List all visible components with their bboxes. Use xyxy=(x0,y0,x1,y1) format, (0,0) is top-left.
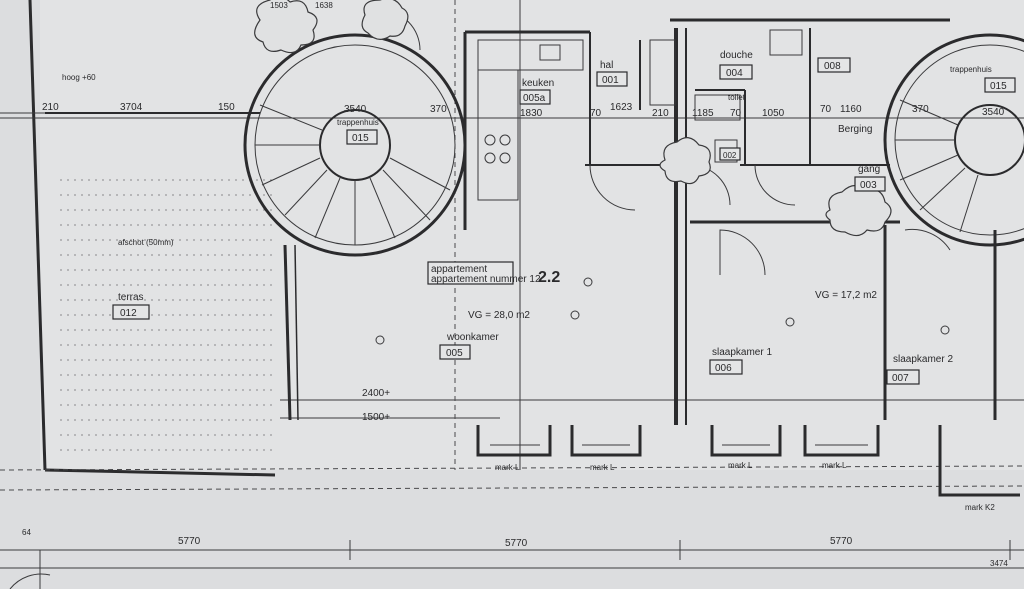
dim-64: 64 xyxy=(22,528,31,537)
note-hoog: hoog +60 xyxy=(62,73,96,82)
label-woonkamer: woonkamer xyxy=(446,332,499,343)
dim-1050: 1050 xyxy=(762,108,785,119)
dim-150: 150 xyxy=(218,102,235,113)
unit-title: appartement nummer 12 xyxy=(431,274,541,285)
number-hal: 001 xyxy=(602,75,619,86)
label-trappenhuis-left: trappenhuis xyxy=(337,118,379,127)
unit-title-line1: appartement xyxy=(431,264,487,275)
area-woonkamer: VG = 28,0 m2 xyxy=(468,310,530,321)
dim-1185: 1185 xyxy=(692,108,714,119)
dim-1623: 1623 xyxy=(610,102,633,113)
label-douche: douche xyxy=(720,50,753,61)
dim-1830: 1830 xyxy=(520,108,543,119)
number-trappenhuis-left: 015 xyxy=(352,133,369,144)
unit-walls xyxy=(463,18,997,425)
label-slaapkamer-2: slaapkamer 2 xyxy=(893,354,953,365)
dim-2400: 2400+ xyxy=(362,388,390,399)
number-toilet: 002 xyxy=(723,151,737,160)
dim-5770a: 5770 xyxy=(178,536,201,547)
dim-3704: 3704 xyxy=(120,102,143,113)
dim-5770b: 5770 xyxy=(505,538,528,549)
terrace-outline xyxy=(0,0,276,477)
note-afschot: afschot (50mm) xyxy=(118,238,174,247)
label-keuken: keuken xyxy=(522,78,554,89)
label-gang: gang xyxy=(858,164,880,175)
dim-210b: 210 xyxy=(652,108,669,119)
note-mark-c: mark L xyxy=(728,461,753,470)
label-trappenhuis-right: trappenhuis xyxy=(950,65,992,74)
note-mark-d: mark L xyxy=(822,461,847,470)
dim-210: 210 xyxy=(42,102,59,113)
dim-1500: 1500+ xyxy=(362,412,390,423)
number-trappenhuis-right: 015 xyxy=(990,81,1007,92)
label-berging: Berging xyxy=(838,124,872,135)
number-douche: 004 xyxy=(726,68,743,79)
dim-70c: 70 xyxy=(820,104,832,115)
number-slaapkamer-2: 007 xyxy=(892,373,909,384)
dim-5770c: 5770 xyxy=(830,536,853,547)
label-toilet: toilet xyxy=(728,93,746,102)
dim-70b: 70 xyxy=(730,108,742,119)
note-mark-a: mark L xyxy=(495,463,520,472)
dim-370a: 370 xyxy=(430,104,447,115)
window-bays xyxy=(476,425,1020,497)
dim-3540b: 3540 xyxy=(982,107,1005,118)
dim-1503: 1503 xyxy=(270,1,288,10)
terrace-hatch xyxy=(60,179,275,451)
number-slaapkamer-1: 006 xyxy=(715,363,732,374)
bottom-arc xyxy=(9,573,51,589)
number-berging: 008 xyxy=(824,61,841,72)
kitchen-counter xyxy=(477,39,584,201)
unit-code: 2.2 xyxy=(538,269,560,286)
number-terras: 012 xyxy=(120,308,137,319)
dim-1638: 1638 xyxy=(315,1,333,10)
fixture-symbols xyxy=(375,277,950,345)
stair-right xyxy=(883,33,1024,247)
area-slaapkamer-1: VG = 17,2 m2 xyxy=(815,290,877,301)
number-keuken: 005a xyxy=(523,93,546,104)
note-mark-b: mark L xyxy=(590,463,615,472)
number-woonkamer: 005 xyxy=(446,348,463,359)
number-gang: 003 xyxy=(860,180,877,191)
label-slaapkamer-1: slaapkamer 1 xyxy=(712,347,772,358)
dim-1160: 1160 xyxy=(840,104,862,115)
dim-3474: 3474 xyxy=(990,559,1008,568)
room-number-boxes xyxy=(112,57,1016,385)
trees xyxy=(254,0,892,237)
note-mark-e: mark K2 xyxy=(965,503,995,512)
label-terras: terras xyxy=(118,292,144,303)
label-hal: hal xyxy=(600,60,613,71)
dim-3540: 3540 xyxy=(344,104,367,115)
dim-70a: 70 xyxy=(590,108,602,119)
dim-370b: 370 xyxy=(912,104,929,115)
